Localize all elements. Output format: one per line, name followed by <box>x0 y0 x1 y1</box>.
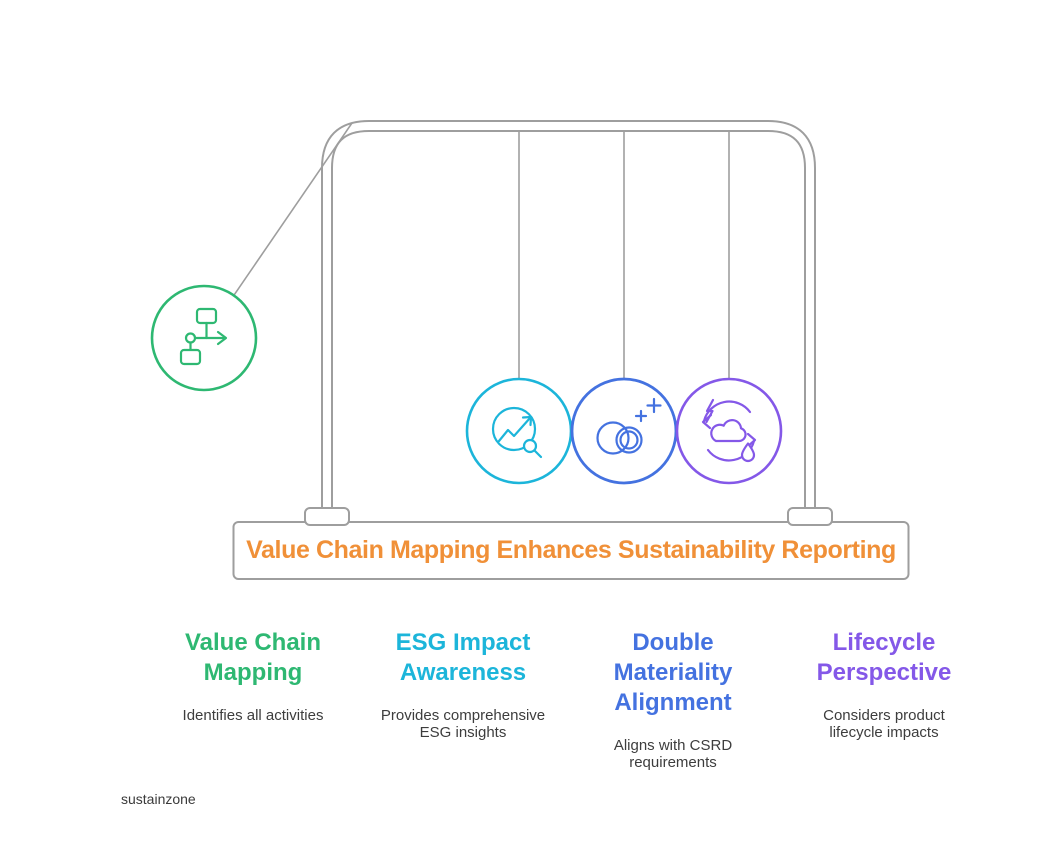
feature-column-lifecycle: Lifecycle Perspective Considers product … <box>774 628 994 741</box>
feature-column-materiality: Double Materiality Alignment Aligns with… <box>563 628 783 771</box>
right-foot <box>787 507 833 526</box>
left-foot <box>304 507 350 526</box>
column-description: Aligns with CSRD requirements <box>613 737 733 771</box>
newtons-cradle-diagram <box>150 120 910 580</box>
cradle-frame <box>321 120 816 516</box>
brand-watermark: sustainzone <box>121 791 196 807</box>
lifecycle-cloud-icon <box>701 398 757 463</box>
frame-feet <box>304 507 833 526</box>
column-description: Provides comprehensive ESG insights <box>380 707 546 741</box>
column-description: Considers product lifecycle impacts <box>823 707 945 741</box>
banner-box <box>232 521 910 580</box>
double-circles-icon <box>596 397 662 455</box>
column-heading: Double Materiality Alignment <box>613 629 733 716</box>
pendulum-strings <box>205 122 730 380</box>
feature-column-esg: ESG Impact Awareness Provides comprehens… <box>353 628 573 741</box>
column-heading: ESG Impact Awareness <box>395 629 531 686</box>
column-heading: Lifecycle Perspective <box>816 629 952 686</box>
column-heading: Value Chain Mapping <box>184 629 322 686</box>
trend-magnifier-icon <box>491 406 543 459</box>
flowchart-icon <box>179 307 228 366</box>
frame-inner-fill <box>323 122 814 516</box>
banner-title: Value Chain Mapping Enhances Sustainabil… <box>246 536 896 564</box>
pendulum-ball-materiality <box>570 377 678 485</box>
feature-column-value-chain: Value Chain Mapping Identifies all activ… <box>143 628 363 724</box>
column-description: Identifies all activities <box>182 707 324 724</box>
